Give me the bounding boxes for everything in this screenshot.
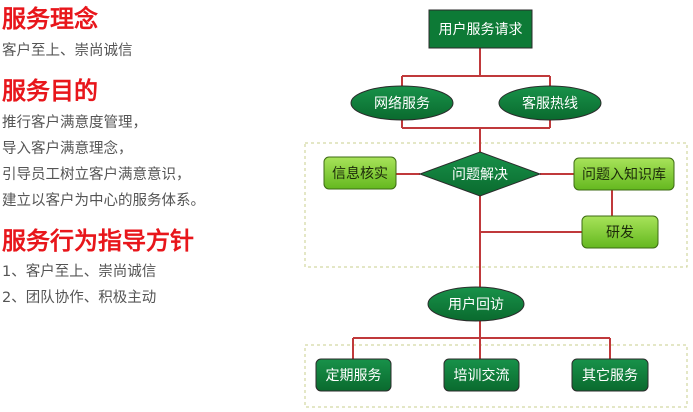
network-service-label: 网络服务: [374, 96, 430, 112]
purpose-line-4: 建立以客户为中心的服务体系。: [2, 193, 205, 209]
customer-hotline-node: 客服热线: [498, 85, 602, 121]
user-visit-node: 用户回访: [427, 286, 525, 322]
problem-solve-node: 问题解决: [418, 151, 542, 197]
scheduled-service-label: 定期服务: [326, 368, 382, 384]
purpose-line-3: 引导员工树立客户满意意识，: [2, 167, 191, 183]
other-services-node: 其它服务: [571, 358, 649, 392]
customer-hotline-label: 客服热线: [522, 95, 578, 112]
network-service-node: 网络服务: [350, 85, 454, 121]
knowledge-base-label: 问题入知识库: [582, 166, 666, 183]
service-text-panel: 服务理念 客户至上、崇尚诚信 服务目的 推行客户满意度管理， 导入客户满意理念，…: [0, 0, 300, 412]
heading-service-guidelines: 服务行为指导方针: [2, 226, 194, 255]
process-group-frame: [304, 142, 688, 268]
purpose-line-2: 导入客户满意理念，: [2, 141, 133, 157]
training-exchange-label: 培训交流: [454, 367, 510, 384]
concept-line-1: 客户至上、崇尚诚信: [2, 43, 133, 59]
user-service-request-label: 用户服务请求: [439, 21, 523, 38]
knowledge-base-node: 问题入知识库: [573, 157, 675, 191]
purpose-line-1: 推行客户满意度管理，: [2, 115, 147, 131]
info-verify-node: 信息核实: [323, 156, 397, 190]
scheduled-service-node: 定期服务: [315, 358, 392, 392]
guideline-line-1: 1、客户至上、崇尚诚信: [2, 264, 157, 280]
heading-service-concept: 服务理念: [2, 4, 98, 33]
research-label: 研发: [606, 225, 634, 241]
info-verify-label: 信息核实: [332, 165, 388, 182]
user-service-request-node: 用户服务请求: [428, 9, 533, 49]
other-services-label: 其它服务: [582, 367, 638, 384]
user-visit-label: 用户回访: [448, 296, 504, 313]
guideline-line-2: 2、团队协作、积极主动: [2, 290, 157, 306]
training-exchange-node: 培训交流: [443, 358, 520, 392]
problem-solve-label: 问题解决: [452, 167, 508, 183]
research-node: 研发: [581, 215, 659, 249]
heading-service-purpose: 服务目的: [2, 76, 98, 105]
